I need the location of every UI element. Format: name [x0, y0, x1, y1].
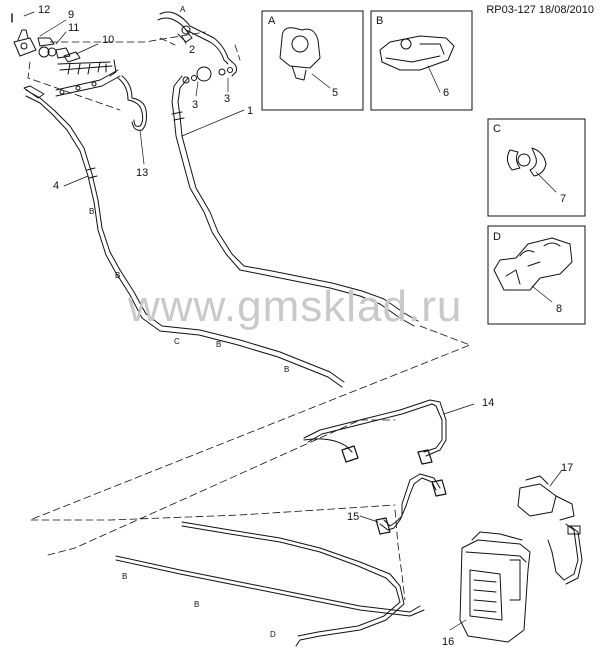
detail-boxes	[261, 10, 586, 325]
clip-letter-b-1: B	[89, 207, 94, 216]
callout-2: 2	[189, 44, 195, 56]
clip-c-drawing	[506, 147, 547, 177]
fuel-pipe-1	[157, 11, 419, 327]
detail-box-c-letter: C	[493, 123, 501, 135]
callout-13: 13	[136, 167, 148, 179]
callout-1: 1	[247, 105, 253, 117]
detail-box-d-part: 8	[556, 303, 562, 315]
hose-13	[117, 75, 147, 131]
callout-14: 14	[482, 397, 494, 409]
callout-3-left: 3	[192, 99, 198, 111]
callout-16: 16	[442, 636, 454, 648]
callout-11: 11	[68, 22, 79, 34]
clip-letter-a: A	[180, 5, 186, 14]
callout-17: 17	[561, 462, 573, 474]
fuel-pipe-4	[23, 85, 345, 388]
fuel-pump-assembly	[11, 13, 121, 97]
detail-box-c	[487, 118, 586, 217]
clip-letter-d: D	[270, 630, 276, 639]
detail-box-b-letter: B	[376, 15, 383, 27]
callout-10: 10	[102, 34, 114, 46]
callout-3-right: 3	[224, 93, 230, 105]
clip-letter-b-5: B	[122, 572, 127, 581]
clip-d-drawing	[493, 237, 573, 291]
fuel-pipe-15	[375, 473, 447, 535]
clip-b-drawing	[379, 35, 455, 71]
leader-lines	[23, 11, 563, 631]
detail-box-b-part: 6	[443, 87, 449, 99]
detail-box-b	[370, 10, 473, 111]
canister-16	[459, 531, 531, 643]
clip-letter-c: C	[174, 337, 180, 346]
clip-letter-b-4: B	[284, 365, 289, 374]
fuel-pipe-14	[303, 399, 447, 465]
watermark: www.gmsklad.ru	[128, 282, 463, 331]
callout-15: 15	[347, 511, 359, 523]
clip-a-drawing	[279, 27, 321, 81]
callout-9: 9	[68, 9, 74, 21]
clip-letter-b-2: B	[115, 271, 120, 280]
drawing-reference: RP03-127 18/08/2010	[486, 4, 594, 16]
clip-letter-b-3: B	[216, 340, 221, 349]
detail-box-a-letter: A	[268, 15, 276, 27]
detail-box-d-letter: D	[493, 231, 501, 243]
clip-letter-b-6: B	[194, 600, 199, 609]
detail-box-a	[261, 10, 364, 111]
valve-17	[517, 475, 583, 585]
detail-box-d	[487, 225, 586, 325]
lower-fuel-pipes	[115, 521, 425, 647]
callout-4: 4	[53, 180, 59, 192]
detail-box-a-part: 5	[332, 87, 338, 99]
callout-12: 12	[38, 4, 50, 16]
detail-box-c-part: 7	[560, 193, 566, 205]
